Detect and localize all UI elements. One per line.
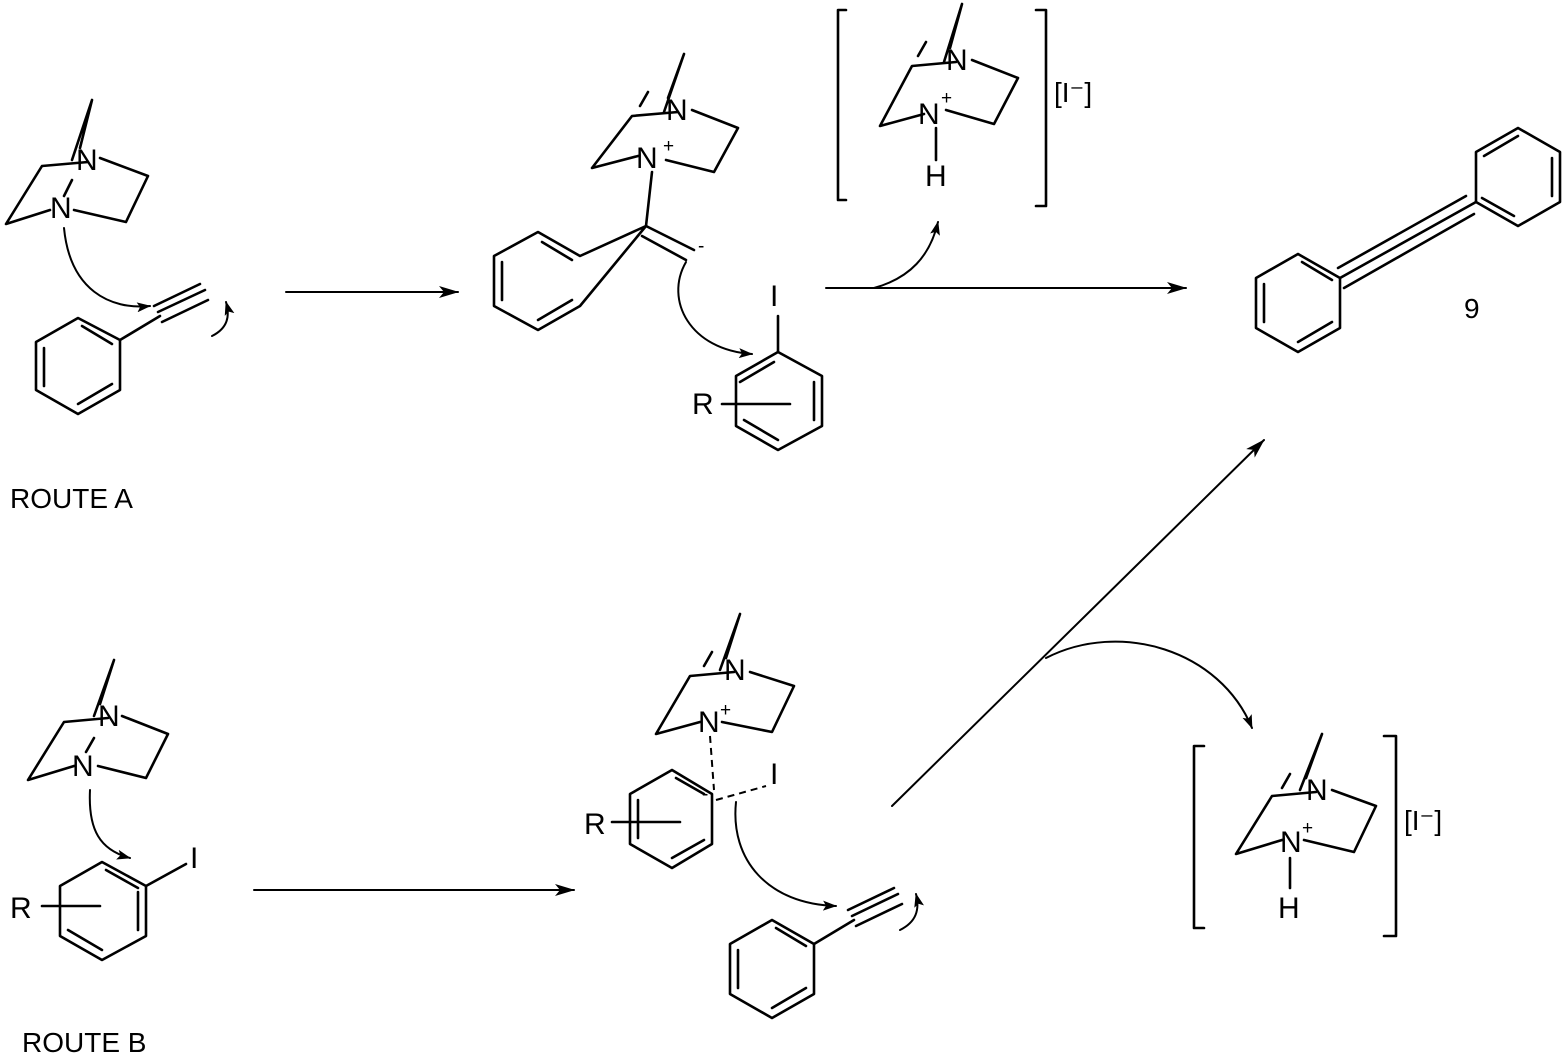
phenylacetylene-molecule: [728, 886, 904, 1020]
iodine-atom: I: [190, 842, 198, 875]
curved-arrow: [1045, 640, 1253, 729]
nitrogen-atom: N: [636, 142, 658, 175]
nitrogen-atom: N: [666, 94, 688, 127]
r-substituent: R: [584, 808, 606, 841]
reaction-arrow: [891, 439, 1265, 807]
positive-charge: +: [720, 700, 731, 721]
compound-number: 9: [1464, 293, 1480, 324]
route-b-label: ROUTE B: [22, 1027, 146, 1057]
dabco-hydroiodide-salt: N N + H [I⁻]: [836, 2, 1092, 208]
curved-arrow: [873, 221, 940, 289]
iodine-atom: I: [770, 758, 778, 791]
hydrogen-atom: H: [1278, 892, 1300, 925]
nitrogen-atom: N: [50, 192, 72, 225]
nitrogen-atom: N: [1280, 826, 1302, 859]
iodide-counterion: [I⁻]: [1404, 805, 1442, 836]
dabco-molecule: N N: [26, 658, 170, 783]
r-substituent: R: [10, 892, 32, 925]
dabco-hydroiodide-salt: N N + H [I⁻]: [1192, 732, 1442, 938]
r-substituent: R: [692, 388, 714, 421]
positive-charge: +: [663, 136, 674, 157]
curved-arrow: [899, 893, 924, 931]
iodide-counterion: [I⁻]: [1054, 77, 1092, 108]
nitrogen-atom: N: [918, 98, 940, 131]
phenylacetylene-molecule: [34, 282, 210, 416]
iodoarene-molecule: I R: [692, 280, 824, 452]
nitrogen-atom: N: [76, 144, 98, 177]
iodoarene-molecule: I R: [10, 842, 198, 962]
curved-arrow: [63, 227, 151, 313]
iodine-atom: I: [770, 280, 778, 313]
nitrogen-atom: N: [98, 700, 120, 733]
positive-charge: +: [941, 88, 952, 109]
nitrogen-atom: N: [72, 750, 94, 783]
negative-charge: -: [702, 784, 708, 805]
curved-arrow: [88, 789, 131, 860]
positive-charge: +: [1302, 818, 1313, 839]
diphenylacetylene-product: 9: [1254, 126, 1562, 354]
dabco-molecule: N N: [4, 98, 150, 226]
nitrogen-atom: N: [724, 654, 746, 687]
nitrogen-atom: N: [946, 44, 968, 77]
curved-arrow: [677, 261, 753, 359]
dabco-aryl-complex: N N + I R -: [584, 612, 796, 870]
nitrogen-atom: N: [1306, 774, 1328, 807]
curved-arrow: [211, 301, 235, 337]
nitrogen-atom: N: [698, 706, 720, 739]
route-a-label: ROUTE A: [10, 483, 133, 514]
hydrogen-atom: H: [925, 160, 947, 193]
curved-arrow: [734, 801, 837, 911]
negative-charge: -: [698, 236, 704, 257]
dabco-vinyl-intermediate: N N + -: [492, 52, 740, 332]
